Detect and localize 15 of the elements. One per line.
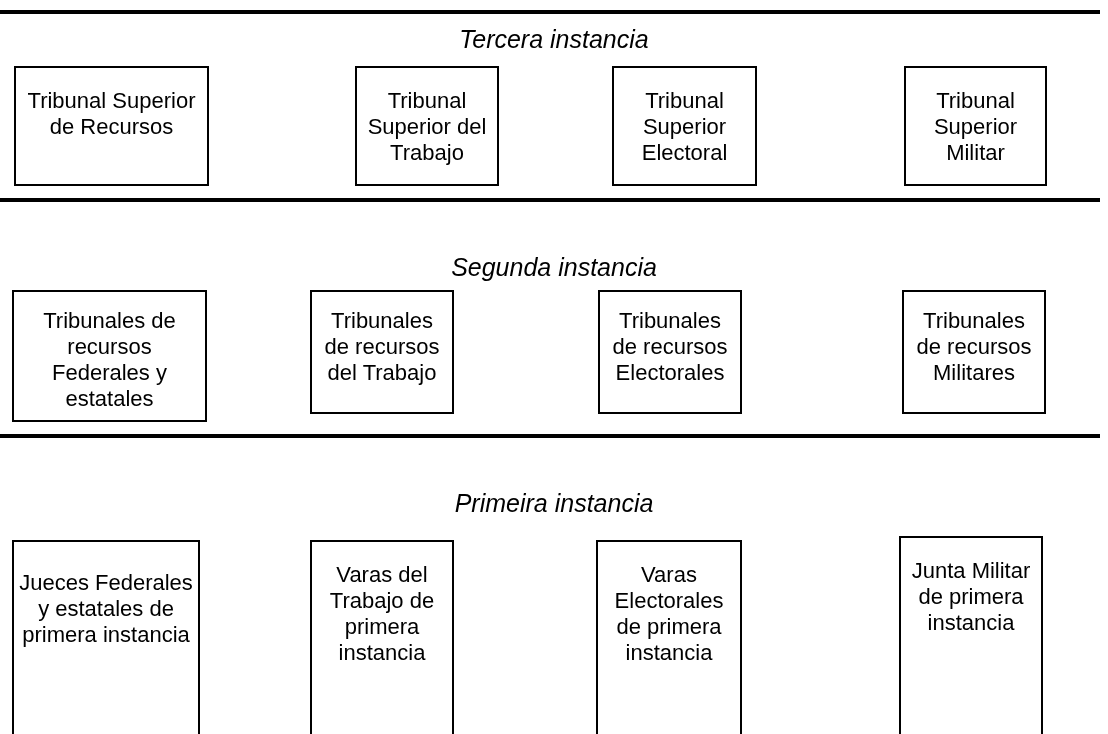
court-box: Tribunales de recursos Federales y estatales: [12, 290, 207, 422]
level-heading: Primeira instancia: [453, 488, 655, 518]
level-heading: Segunda instancia: [450, 252, 658, 282]
court-box: Varas Electorales de primera instancia: [596, 540, 742, 734]
court-box: Tribunal Superior Electoral: [612, 66, 757, 186]
court-box: Tribunales de recursos del Trabajo: [310, 290, 454, 414]
court-box: Tribunales de recursos Electorales: [598, 290, 742, 414]
court-box: Tribunales de recursos Militares: [902, 290, 1046, 414]
court-box: Tribunal Superior de Recursos: [14, 66, 209, 186]
court-box: Junta Militar de primera instancia: [899, 536, 1043, 734]
court-box: Tribunal Superior Militar: [904, 66, 1047, 186]
court-box: Tribunal Superior del Trabajo: [355, 66, 499, 186]
court-box: Jueces Federales y estatales de primera instancia: [12, 540, 200, 734]
court-box: Varas del Trabajo de primera instancia: [310, 540, 454, 734]
level-heading: Tercera instancia: [458, 24, 650, 54]
